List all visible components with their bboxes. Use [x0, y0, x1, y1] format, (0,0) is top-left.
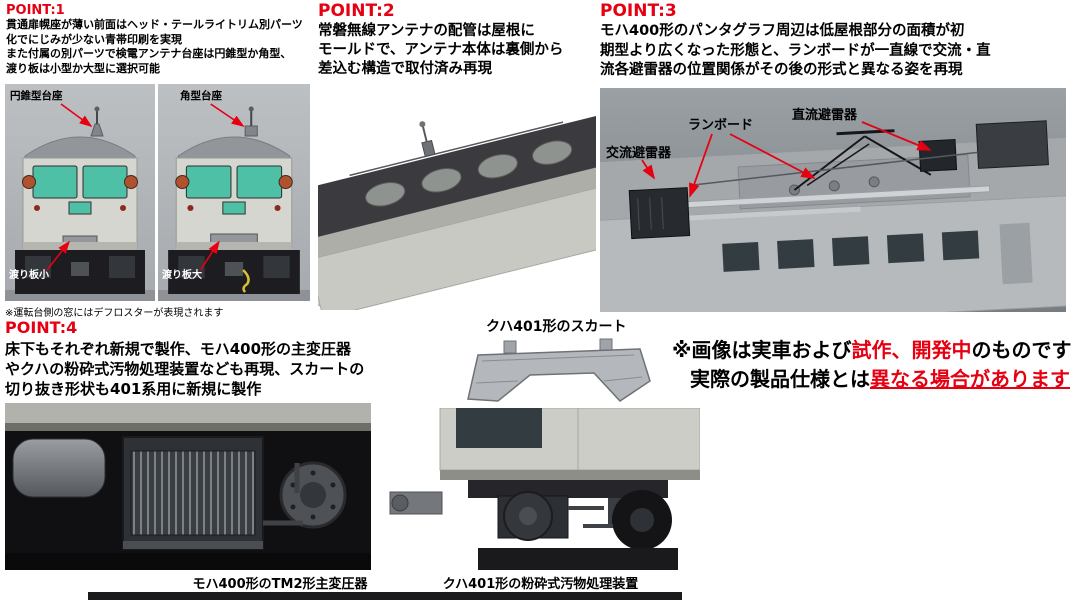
point1-description: 貫通扉幌座が薄い前面はヘッド・テールライトリム別パーツ 化でにじみが少ない青帯印… — [6, 18, 318, 76]
point1-footnote: ※運転台側の窓にはデフロスターが表現されます — [5, 308, 224, 319]
annotation-arrow — [210, 103, 245, 127]
point4-heading: POINT:4 — [5, 318, 78, 337]
label-cone-base: 円錐型台座 — [10, 90, 63, 102]
point4-line: 床下もそれぞれ新規で製作、モハ400形の主変圧器 — [5, 340, 352, 358]
point4-description: 床下もそれぞれ新規で製作、モハ400形の主変圧器 やクハの粉砕式汚物処理装置など… — [5, 339, 450, 399]
train-front-render — [5, 84, 155, 301]
annotation-arrow — [689, 133, 713, 198]
point1-line: 貫通扉幌座が薄い前面はヘッド・テールライトリム別パーツ — [6, 18, 303, 31]
point1-line: 化でにじみが少ない青帯印刷を実現 — [6, 32, 182, 46]
label-square-base: 角型台座 — [180, 90, 222, 102]
waste-device-render — [378, 408, 700, 570]
point3-heading: POINT:3 — [600, 1, 677, 21]
label-dc-arrester: 直流避雷器 — [792, 108, 858, 123]
point1-heading: POINT:1 — [6, 3, 65, 18]
point1-line: 渡り板は小型か大型に選択可能 — [6, 61, 160, 75]
disclaimer-text: のものです — [971, 338, 1071, 362]
pantograph-render — [600, 88, 1066, 312]
roof-render — [318, 84, 596, 310]
annotation-arrow — [60, 103, 93, 127]
disclaimer-red-underlined-text: 異なる場合があります — [870, 367, 1070, 391]
point3-line: 期型より広くなった形態と、ランボードが一直線で交流・直 — [600, 42, 991, 59]
label-gangway-plate-small: 渡り板小 — [9, 270, 49, 281]
point4-line: 切り抜き形状も401系用に新規に製作 — [5, 380, 262, 398]
point1-line: また付属の別パーツで検電アンテナ台座は円錐型か角型、 — [6, 47, 292, 60]
disclaimer-line1: ※画像は実車および試作、開発中のものです — [672, 336, 1071, 365]
skirt-render — [452, 337, 662, 409]
front-view-cone-base-image: 円錐型台座 渡り板小 — [5, 84, 155, 301]
point4-line: やクハの粉砕式汚物処理装置なども再現、スカートの — [5, 360, 365, 378]
label-gangway-plate-large: 渡り板大 — [162, 270, 202, 281]
pantograph-area-image: ランボード 直流避雷器 交流避雷器 — [600, 88, 1066, 312]
point3-line: モハ400形のパンタグラフ周辺は低屋根部分の面積が初 — [600, 23, 965, 39]
point2-line: モールドで、アンテナ本体は裏側から — [318, 42, 564, 58]
skirt-part-image: クハ401形のスカート — [452, 315, 662, 410]
waste-disposal-image — [378, 408, 700, 570]
label-ac-arrester: 交流避雷器 — [606, 146, 672, 161]
roof-antenna-image — [318, 84, 596, 310]
annotation-arrow — [199, 240, 220, 271]
car-roof-group — [318, 115, 596, 310]
point2-line: 常磐無線アンテナの配管は屋根に — [318, 23, 535, 39]
caption-waste-device: クハ401形の粉砕式汚物処理装置 — [442, 577, 639, 592]
disclaimer-text: 実際の製品仕様とは — [690, 367, 870, 391]
label-skirt: クハ401形のスカート — [486, 319, 627, 335]
point3-description: モハ400形のパンタグラフ周辺は低屋根部分の面積が初 期型より広くなった形態と、… — [600, 22, 1070, 81]
point2-heading: POINT:2 — [318, 1, 395, 21]
label-running-board: ランボード — [688, 118, 754, 133]
transformer-underbody-image — [5, 403, 371, 570]
disclaimer: ※画像は実車および試作、開発中のものです 実際の製品仕様とは異なる場合があります — [672, 336, 1071, 394]
disclaimer-line2: 実際の製品仕様とは異なる場合があります — [672, 365, 1071, 394]
train-front-render — [158, 84, 310, 301]
point2-description: 常磐無線アンテナの配管は屋根に モールドで、アンテナ本体は裏側から 差込む構造で… — [318, 22, 594, 79]
point3-line: 流各避雷器の位置関係がその後の形式と異なる姿を再現 — [600, 62, 963, 78]
cropped-image-edge-strip — [88, 592, 682, 600]
disclaimer-red-text: 試作、開発中 — [851, 338, 972, 362]
point2-line: 差込む構造で取付済み再現 — [318, 61, 492, 77]
annotation-arrow — [861, 121, 932, 151]
annotation-arrow — [46, 240, 70, 271]
disclaimer-text: ※画像は実車および — [672, 338, 852, 362]
front-view-square-base-image: 角型台座 渡り板大 — [158, 84, 310, 301]
annotation-arrow — [641, 159, 655, 180]
annotation-arrow — [729, 133, 816, 179]
car-roof-group — [600, 120, 1066, 312]
caption-transformer: モハ400形のTM2形主変圧器 — [192, 577, 368, 592]
transformer-render — [5, 403, 371, 570]
